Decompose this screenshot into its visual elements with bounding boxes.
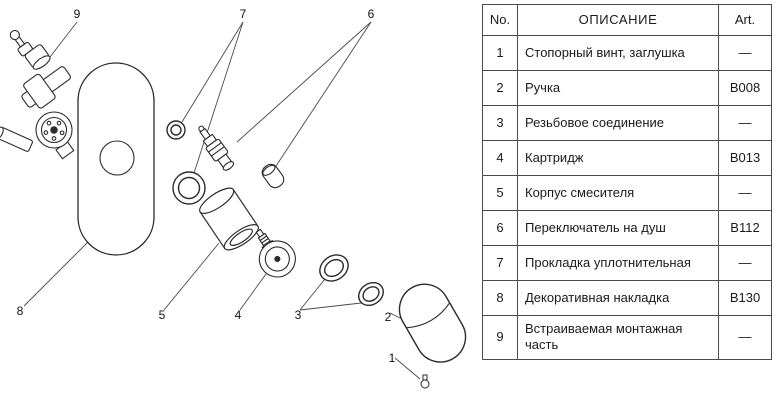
part-built-in-mounting — [0, 29, 75, 160]
part-threaded-ring-2 — [358, 281, 384, 307]
cell-art: B013 — [718, 140, 772, 176]
cell-art: — — [718, 35, 772, 71]
table-row: 8 Декоративная накладка B130 — [482, 280, 772, 316]
part-cartridge — [255, 228, 296, 278]
cell-art: — — [718, 105, 772, 141]
col-header-art: Art. — [718, 4, 772, 36]
callout-7: 7 — [240, 7, 247, 21]
cell-art: — — [718, 175, 772, 211]
col-header-description: ОПИСАНИЕ — [517, 4, 719, 36]
cell-no: 7 — [482, 245, 518, 281]
cell-art: — — [718, 315, 772, 360]
part-screw — [420, 374, 430, 389]
part-gasket-small — [166, 120, 186, 140]
cell-no: 8 — [482, 280, 518, 316]
cell-no: 2 — [482, 70, 518, 106]
cell-description: Декоративная накладка — [517, 280, 719, 316]
cell-no: 1 — [482, 35, 518, 71]
callout-1: 1 — [389, 351, 396, 365]
exploded-diagram-svg: 9 7 6 8 5 4 3 2 1 — [0, 7, 467, 389]
table-row: 4 Картридж B013 — [482, 140, 772, 176]
cell-description: Переключатель на душ — [517, 210, 719, 246]
cell-no: 6 — [482, 210, 518, 246]
cell-art: B008 — [718, 70, 772, 106]
cell-description: Встраиваемая монтажная часть — [517, 315, 719, 360]
cell-art: B112 — [718, 210, 772, 246]
part-gasket-large — [172, 171, 206, 205]
parts-table: No. ОПИСАНИЕ Art. 1 Стопорный винт, загл… — [482, 4, 772, 360]
exploded-view-diagram: 9 7 6 8 5 4 3 2 1 — [0, 7, 467, 389]
callout-2: 2 — [385, 310, 392, 324]
table-row: 5 Корпус смесителя — — [482, 175, 772, 211]
part-diverter-knob — [261, 163, 285, 189]
table-row: 6 Переключатель на душ B112 — [482, 210, 772, 246]
part-threaded-ring-1 — [319, 254, 349, 282]
callout-4: 4 — [235, 308, 242, 322]
table-row: 3 Резьбовое соединение — — [482, 105, 772, 141]
callout-5: 5 — [159, 308, 166, 322]
part-mixer-body — [199, 187, 259, 251]
cell-no: 9 — [482, 315, 518, 360]
cell-no: 3 — [482, 105, 518, 141]
table-header-row: No. ОПИСАНИЕ Art. — [482, 4, 772, 36]
cell-description: Корпус смесителя — [517, 175, 719, 211]
col-header-no: No. — [482, 4, 518, 36]
cell-description: Ручка — [517, 70, 719, 106]
table-row: 7 Прокладка уплотнительная — — [482, 245, 772, 281]
cell-description: Резьбовое соединение — [517, 105, 719, 141]
callout-9: 9 — [74, 7, 81, 21]
cell-description: Картридж — [517, 140, 719, 176]
part-decorative-plate — [77, 62, 155, 256]
callout-8: 8 — [17, 304, 24, 318]
leader-lines — [23, 21, 421, 380]
table-body: 1 Стопорный винт, заглушка — 2 Ручка B00… — [482, 35, 772, 360]
table-row: 9 Встраиваемая монтажная часть — — [482, 315, 772, 360]
cell-description: Стопорный винт, заглушка — [517, 35, 719, 71]
part-handle — [398, 283, 467, 363]
cell-description: Прокладка уплотнительная — [517, 245, 719, 281]
callout-6: 6 — [368, 7, 375, 21]
callout-3: 3 — [295, 308, 302, 322]
cell-art: B130 — [718, 280, 772, 316]
table-row: 1 Стопорный винт, заглушка — — [482, 35, 772, 71]
cell-no: 5 — [482, 175, 518, 211]
table-row: 2 Ручка B008 — [482, 70, 772, 106]
cell-no: 4 — [482, 140, 518, 176]
cell-art: — — [718, 245, 772, 281]
part-diverter-stem — [198, 125, 235, 171]
